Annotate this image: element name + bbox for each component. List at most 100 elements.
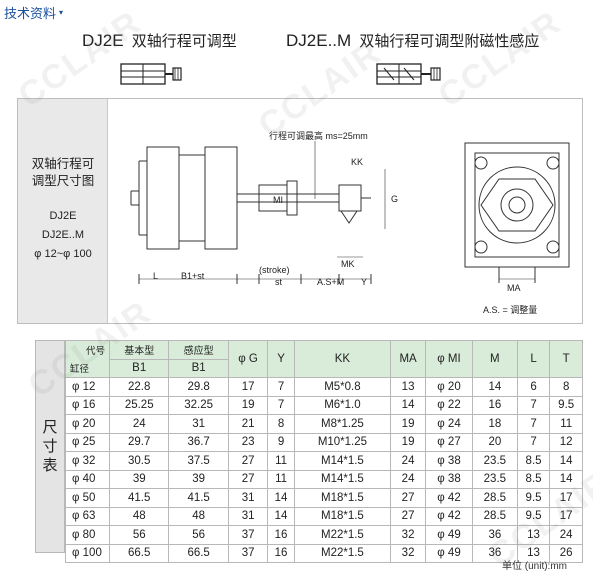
model-name: 双轴行程可调型附磁性感应 bbox=[359, 33, 540, 50]
bore-cell: φ 100 bbox=[65, 543, 110, 563]
value-cell: M18*1.5 bbox=[293, 506, 392, 526]
value-cell: 19 bbox=[227, 395, 269, 415]
value-cell: 41.5 bbox=[168, 488, 229, 508]
value-cell: φ 42 bbox=[425, 488, 473, 508]
bore-cell: φ 63 bbox=[65, 506, 110, 526]
bore-cell: φ 80 bbox=[65, 525, 110, 545]
group-header-sensor: 感应型 bbox=[168, 340, 229, 360]
value-cell: 11 bbox=[267, 469, 295, 489]
value-cell: 18 bbox=[471, 414, 518, 434]
col-header: KK bbox=[293, 340, 392, 378]
col-header: φ MI bbox=[425, 340, 473, 378]
drawing-title: 双轴行程可 调型尺寸图 bbox=[31, 157, 95, 188]
label-g: G bbox=[391, 194, 398, 204]
bore-cell: φ 16 bbox=[65, 395, 110, 415]
value-cell: 17 bbox=[549, 488, 583, 508]
value-cell: φ 38 bbox=[425, 451, 473, 471]
value-cell: 17 bbox=[227, 377, 269, 397]
value-cell: 14 bbox=[471, 377, 518, 397]
value-cell: 7 bbox=[516, 395, 551, 415]
value-cell: 13 bbox=[390, 377, 427, 397]
value-cell: φ 38 bbox=[425, 469, 473, 489]
model-name: 双轴行程可调型 bbox=[131, 33, 237, 50]
value-cell: 26 bbox=[549, 543, 583, 563]
value-cell: 31 bbox=[227, 488, 269, 508]
dimension-table: 代号 缸径 基本型 感应型 φ G Y KK MA φ MI M L T B1 … bbox=[65, 340, 583, 563]
value-cell: 37 bbox=[227, 543, 269, 563]
col-header: L bbox=[516, 340, 551, 378]
value-cell: 22.8 bbox=[108, 377, 170, 397]
bore-cell: φ 25 bbox=[65, 432, 110, 452]
value-cell: 30.5 bbox=[108, 451, 170, 471]
model-code: DJ2E..M bbox=[286, 31, 352, 50]
value-cell: 9.5 bbox=[516, 506, 551, 526]
value-cell: 24 bbox=[390, 451, 427, 471]
value-cell: φ 49 bbox=[425, 543, 473, 563]
col-header: B1 bbox=[168, 358, 229, 378]
value-cell: 27 bbox=[227, 469, 269, 489]
unit-note: 单位 (unit):mm bbox=[502, 561, 567, 571]
label-as-m: A.S+M bbox=[317, 277, 344, 287]
value-cell: 16 bbox=[267, 525, 295, 545]
model-title-dj2e-m: DJ2E..M 双轴行程可调型附磁性感应 bbox=[286, 30, 539, 51]
value-cell: 16 bbox=[471, 395, 518, 415]
value-cell: 19 bbox=[390, 414, 427, 434]
tech-data-dropdown[interactable]: 技术资料 ▾ bbox=[4, 3, 63, 22]
value-cell: M22*1.5 bbox=[293, 525, 392, 545]
cylinder-icon bbox=[120, 63, 182, 85]
value-cell: 31 bbox=[168, 414, 229, 434]
col-header: T bbox=[549, 340, 583, 378]
value-cell: 37 bbox=[227, 525, 269, 545]
group-header-basic: 基本型 bbox=[108, 340, 170, 360]
value-cell: φ 27 bbox=[425, 432, 473, 452]
adjust-note: A.S. = 调整量 bbox=[483, 304, 537, 315]
value-cell: φ 22 bbox=[425, 395, 473, 415]
value-cell: 7 bbox=[516, 432, 551, 452]
value-cell: 36.7 bbox=[168, 432, 229, 452]
value-cell: φ 24 bbox=[425, 414, 473, 434]
value-cell: 39 bbox=[108, 469, 170, 489]
value-cell: M8*1.25 bbox=[293, 414, 392, 434]
corner-cell: 代号 缸径 bbox=[65, 340, 110, 378]
value-cell: 23 bbox=[227, 432, 269, 452]
value-cell: 21 bbox=[227, 414, 269, 434]
col-header: MA bbox=[390, 340, 427, 378]
value-cell: M6*1.0 bbox=[293, 395, 392, 415]
bore-cell: φ 32 bbox=[65, 451, 110, 471]
value-cell: 9 bbox=[267, 432, 295, 452]
model-title-dj2e: DJ2E 双轴行程可调型 bbox=[82, 30, 237, 51]
value-cell: 14 bbox=[549, 469, 583, 489]
drawing-model-1: DJ2E bbox=[49, 210, 77, 222]
value-cell: 56 bbox=[108, 525, 170, 545]
chevron-down-icon: ▾ bbox=[59, 8, 64, 17]
value-cell: 7 bbox=[516, 414, 551, 434]
cylinder-dimension-drawing: 行程可调最高 ms=25mm KK MI G MK L B1+st (strok… bbox=[130, 130, 570, 315]
bore-cell: φ 40 bbox=[65, 469, 110, 489]
value-cell: 28.5 bbox=[471, 488, 518, 508]
value-cell: 14 bbox=[267, 488, 295, 508]
value-cell: 36 bbox=[471, 543, 518, 563]
col-header: M bbox=[471, 340, 518, 378]
value-cell: φ 20 bbox=[425, 377, 473, 397]
value-cell: 8.5 bbox=[516, 469, 551, 489]
value-cell: 29.8 bbox=[168, 377, 229, 397]
drawing-side-label: 双轴行程可 调型尺寸图 DJ2E DJ2E..M φ 12~φ 100 bbox=[18, 99, 108, 323]
value-cell: 13 bbox=[516, 543, 551, 563]
value-cell: 6 bbox=[516, 377, 551, 397]
label-kk: KK bbox=[351, 157, 363, 167]
value-cell: 14 bbox=[549, 451, 583, 471]
tech-data-label: 技术资料 bbox=[4, 6, 57, 21]
drawing-bore-range: φ 12~φ 100 bbox=[34, 248, 92, 260]
value-cell: φ 49 bbox=[425, 525, 473, 545]
col-header: B1 bbox=[108, 358, 170, 378]
dimension-drawing-panel: 双轴行程可 调型尺寸图 DJ2E DJ2E..M φ 12~φ 100 bbox=[17, 98, 583, 324]
bore-cell: φ 12 bbox=[65, 377, 110, 397]
value-cell: 39 bbox=[168, 469, 229, 489]
